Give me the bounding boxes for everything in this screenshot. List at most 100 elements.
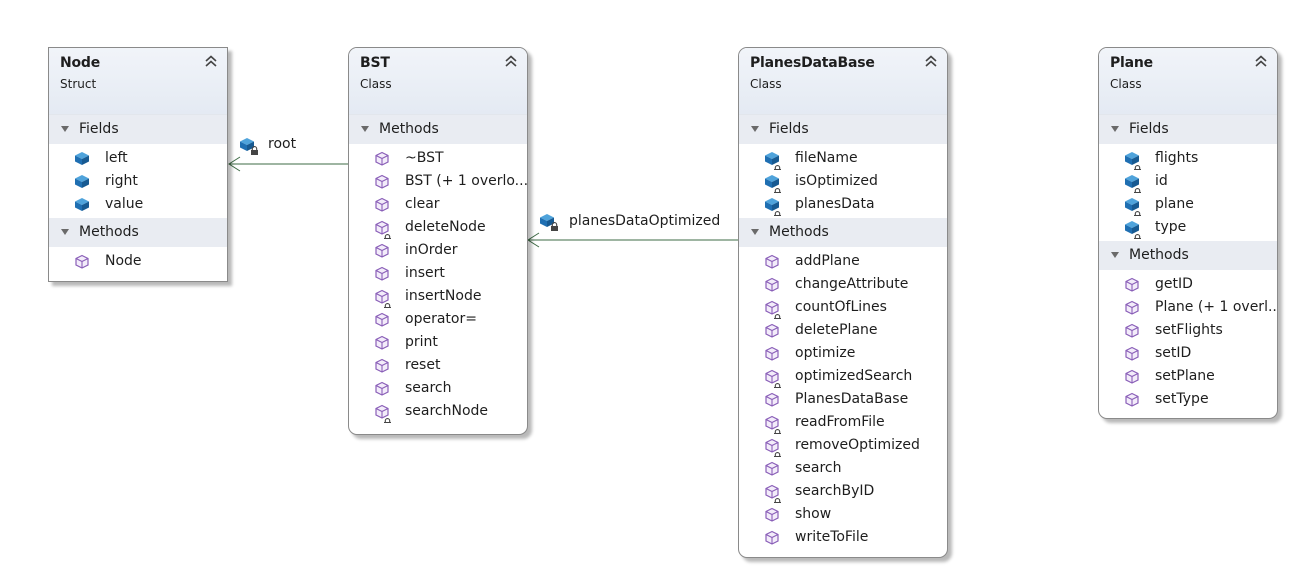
method-item[interactable]: Node: [49, 250, 227, 273]
expand-triangle-icon[interactable]: [1111, 252, 1119, 258]
member-name: reset: [405, 357, 441, 373]
method-item[interactable]: Plane (+ 1 overl...: [1099, 296, 1277, 319]
method-icon: [763, 368, 781, 386]
method-item[interactable]: searchNode: [349, 400, 527, 423]
field-item[interactable]: id: [1099, 170, 1277, 193]
collapse-chevron-icon[interactable]: [204, 53, 218, 67]
member-name: removeOptimized: [795, 437, 920, 453]
method-item[interactable]: operator=: [349, 308, 527, 331]
method-item[interactable]: inOrder: [349, 239, 527, 262]
method-item[interactable]: optimizedSearch: [739, 365, 947, 388]
method-item[interactable]: insertNode: [349, 285, 527, 308]
association-root-icon: [238, 134, 262, 158]
method-item[interactable]: addPlane: [739, 250, 947, 273]
method-item[interactable]: show: [739, 503, 947, 526]
field-item[interactable]: isOptimized: [739, 170, 947, 193]
field-item[interactable]: planesData: [739, 193, 947, 216]
expand-triangle-icon[interactable]: [61, 126, 69, 132]
method-item[interactable]: searchByID: [739, 480, 947, 503]
member-name: getID: [1155, 276, 1193, 292]
member-name: searchNode: [405, 403, 489, 419]
method-item[interactable]: setID: [1099, 342, 1277, 365]
method-item[interactable]: writeToFile: [739, 526, 947, 549]
method-item[interactable]: optimize: [739, 342, 947, 365]
method-item[interactable]: BST (+ 1 overlo...: [349, 170, 527, 193]
field-item[interactable]: plane: [1099, 193, 1277, 216]
method-icon: [373, 288, 391, 306]
association-root-label: root: [268, 136, 297, 152]
method-item[interactable]: readFromFile: [739, 411, 947, 434]
method-item[interactable]: setFlights: [1099, 319, 1277, 342]
plane-section-fields[interactable]: Fields: [1099, 115, 1277, 144]
member-name: setID: [1155, 345, 1192, 361]
member-name: Plane (+ 1 overl...: [1155, 299, 1277, 315]
planesdatabase-kind: Class: [750, 77, 782, 91]
planesdatabase-section-fields[interactable]: Fields: [739, 115, 947, 144]
field-item[interactable]: left: [49, 147, 227, 170]
method-icon: [763, 529, 781, 547]
private-lock-icon: [1133, 228, 1142, 239]
method-item[interactable]: PlanesDataBase: [739, 388, 947, 411]
method-item[interactable]: setType: [1099, 388, 1277, 411]
method-item[interactable]: deleteNode: [349, 216, 527, 239]
method-item[interactable]: search: [739, 457, 947, 480]
field-item[interactable]: type: [1099, 216, 1277, 239]
method-item[interactable]: insert: [349, 262, 527, 285]
member-name: flights: [1155, 150, 1199, 166]
node-section-methods[interactable]: Methods: [49, 218, 227, 247]
method-item[interactable]: getID: [1099, 273, 1277, 296]
field-item[interactable]: value: [49, 193, 227, 216]
method-item[interactable]: setPlane: [1099, 365, 1277, 388]
private-lock-icon: [383, 412, 392, 423]
method-item[interactable]: changeAttribute: [739, 273, 947, 296]
method-item[interactable]: removeOptimized: [739, 434, 947, 457]
method-item[interactable]: clear: [349, 193, 527, 216]
node-section-fields[interactable]: Fields: [49, 115, 227, 144]
association-root-line[interactable]: [228, 156, 348, 172]
bst-section-methods[interactable]: Methods: [349, 115, 527, 144]
section-title: Fields: [79, 121, 119, 137]
planesdatabase-section-methods[interactable]: Methods: [739, 218, 947, 247]
bst-name: BST: [360, 55, 390, 71]
method-item[interactable]: countOfLines: [739, 296, 947, 319]
member-name: insertNode: [405, 288, 482, 304]
expand-triangle-icon[interactable]: [751, 229, 759, 235]
collapse-chevron-icon[interactable]: [924, 53, 938, 67]
association-planesdataoptimized-line[interactable]: [527, 232, 738, 248]
method-item[interactable]: print: [349, 331, 527, 354]
method-item[interactable]: ~BST: [349, 147, 527, 170]
method-icon: [763, 299, 781, 317]
method-icon: [73, 253, 91, 271]
method-icon: [1123, 391, 1141, 409]
private-lock-icon: [1133, 182, 1142, 193]
method-item[interactable]: search: [349, 377, 527, 400]
collapse-chevron-icon[interactable]: [504, 53, 518, 67]
expand-triangle-icon[interactable]: [361, 126, 369, 132]
plane-section-methods[interactable]: Methods: [1099, 241, 1277, 270]
field-item[interactable]: fileName: [739, 147, 947, 170]
expand-triangle-icon[interactable]: [1111, 126, 1119, 132]
expand-triangle-icon[interactable]: [61, 229, 69, 235]
field-item[interactable]: flights: [1099, 147, 1277, 170]
method-item[interactable]: reset: [349, 354, 527, 377]
field-item[interactable]: right: [49, 170, 227, 193]
expand-triangle-icon[interactable]: [751, 126, 759, 132]
private-lock-icon: [773, 377, 782, 388]
method-icon: [763, 276, 781, 294]
collapse-chevron-icon[interactable]: [1254, 53, 1268, 67]
member-name: Node: [105, 253, 142, 269]
member-name: search: [405, 380, 452, 396]
section-title: Methods: [1129, 247, 1189, 263]
method-item[interactable]: deletePlane: [739, 319, 947, 342]
